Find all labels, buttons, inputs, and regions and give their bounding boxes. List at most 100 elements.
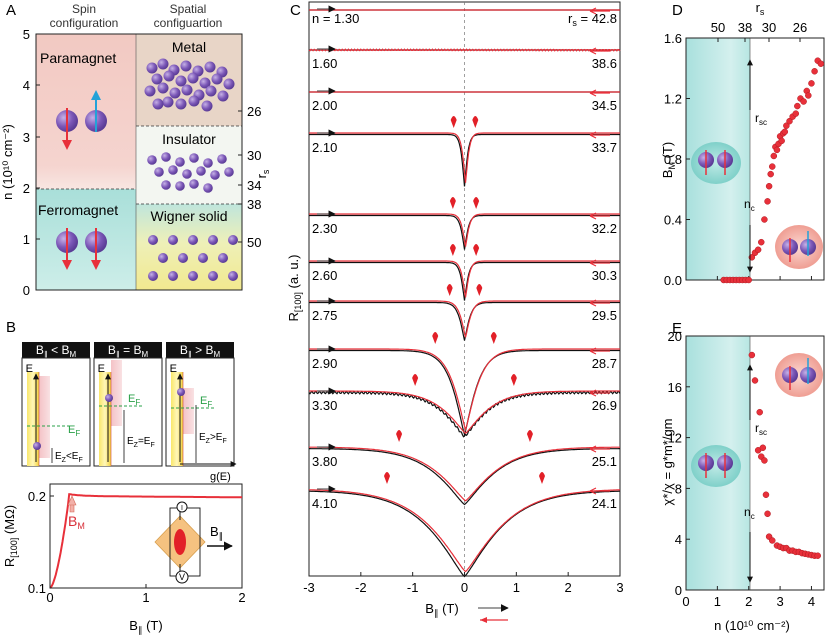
electron-dot xyxy=(188,95,200,107)
panel-letter-d: D xyxy=(672,2,683,19)
bm-marker-icon xyxy=(412,374,419,386)
electron-dot xyxy=(189,153,199,163)
xtick-label: 3 xyxy=(776,594,783,609)
ge-label: g(E) xyxy=(210,471,231,483)
bm-marker-icon xyxy=(396,430,403,442)
trace-density-label: 3.30 xyxy=(312,398,337,413)
trace-rs-label: 26.9 xyxy=(592,398,617,413)
col-spatial-title-2: configuartion xyxy=(154,16,223,30)
electron-dot xyxy=(228,235,238,245)
trace-density-label: 1.60 xyxy=(312,56,337,71)
trace-density-label: 2.10 xyxy=(312,140,337,155)
insulator-label: Insulator xyxy=(162,131,216,147)
electron-dot xyxy=(189,179,199,189)
trace-rs-label: 29.5 xyxy=(592,308,617,323)
paramagnet-label: Paramagnet xyxy=(40,50,116,66)
box-title: B∥ > BM xyxy=(180,343,221,359)
electron-dot xyxy=(196,166,206,176)
xtick-label: 3 xyxy=(616,580,623,595)
data-point xyxy=(778,137,785,145)
metal-label: Metal xyxy=(172,39,206,55)
down-arrow-icon xyxy=(589,347,610,355)
panel-d-rsc: rsc xyxy=(755,111,767,127)
box-title: B∥ < BM xyxy=(36,343,77,359)
data-point xyxy=(770,152,778,160)
rs-tick-label: 30 xyxy=(762,20,776,35)
electron-dot xyxy=(188,271,198,281)
xtick-label: 1 xyxy=(513,580,520,595)
data-point xyxy=(762,491,770,498)
data-point xyxy=(773,146,781,154)
panel-d-ylabel: BM (T) xyxy=(660,142,677,178)
trace-up-sweep xyxy=(309,490,620,578)
panel-c-xlabel: B∥ (T) xyxy=(425,601,458,618)
xtick-label: 0 xyxy=(461,580,468,595)
ferromagnet-label: Ferromagnet xyxy=(38,202,118,218)
trace-density-label: 2.30 xyxy=(312,221,337,236)
bm-marker-icon xyxy=(449,197,456,209)
bm-marker-icon xyxy=(472,116,479,128)
sample-inset: I V B∥ xyxy=(154,501,233,584)
ytick-label: 0.1 xyxy=(28,581,46,596)
ytick-label: 0.0 xyxy=(664,273,682,288)
data-point xyxy=(769,163,776,170)
wigner-label: Wigner solid xyxy=(150,208,227,224)
down-arrow-icon xyxy=(589,7,610,15)
trace-down-sweep xyxy=(309,390,620,434)
trace-rs-label: 24.1 xyxy=(592,496,617,511)
ytick-label: 0.4 xyxy=(664,213,682,228)
ef-label: EF xyxy=(200,395,212,409)
panel-a: A Spin configuration Spatial configuarti… xyxy=(0,2,271,298)
electron-dot xyxy=(146,62,158,74)
trace-down-sweep xyxy=(309,489,621,573)
data-point xyxy=(805,92,812,99)
electron-dot xyxy=(158,253,168,263)
trace-up-sweep xyxy=(309,261,620,301)
ytick-label: 8 xyxy=(675,481,682,496)
trace-density-label: 2.00 xyxy=(312,98,337,113)
electron-dot xyxy=(198,253,208,263)
ytick-label: 20 xyxy=(668,329,682,344)
xtick-label: 1 xyxy=(142,590,149,605)
data-point xyxy=(745,276,752,284)
data-point xyxy=(811,68,818,75)
trace-down-sweep xyxy=(309,213,620,247)
rs-tick-label: 26 xyxy=(247,104,261,119)
down-arrow-icon xyxy=(589,47,610,55)
electron-dot xyxy=(217,154,227,164)
xtick-label: -1 xyxy=(407,580,419,595)
electron-dot xyxy=(175,157,185,167)
electron-dot xyxy=(148,271,158,281)
xtick-label: 0 xyxy=(46,590,53,605)
ef-label: EF xyxy=(128,393,140,407)
rs-tick-label: 50 xyxy=(247,235,261,250)
electron-dot xyxy=(148,235,158,245)
rs-tick-label: 50 xyxy=(711,20,725,35)
panel-d-rs-label: rs xyxy=(756,0,765,17)
electron-dot xyxy=(152,98,164,110)
electron-dot xyxy=(175,75,187,87)
electron-dot xyxy=(203,158,213,168)
data-point xyxy=(800,98,807,105)
data-point xyxy=(756,408,763,416)
bm-marker-icon xyxy=(449,244,456,256)
data-point xyxy=(786,117,793,125)
down-arrow-icon xyxy=(589,131,610,139)
bm-marker-icon xyxy=(538,472,545,484)
data-point xyxy=(767,170,774,178)
rs-tick-label: 34 xyxy=(247,178,261,193)
trace-rs-label: 30.3 xyxy=(592,268,617,283)
inset-current-symbol: I xyxy=(181,505,183,512)
electron-dot xyxy=(188,235,198,245)
trace-down-sweep xyxy=(309,348,620,432)
ytick-label: 12 xyxy=(668,431,682,446)
